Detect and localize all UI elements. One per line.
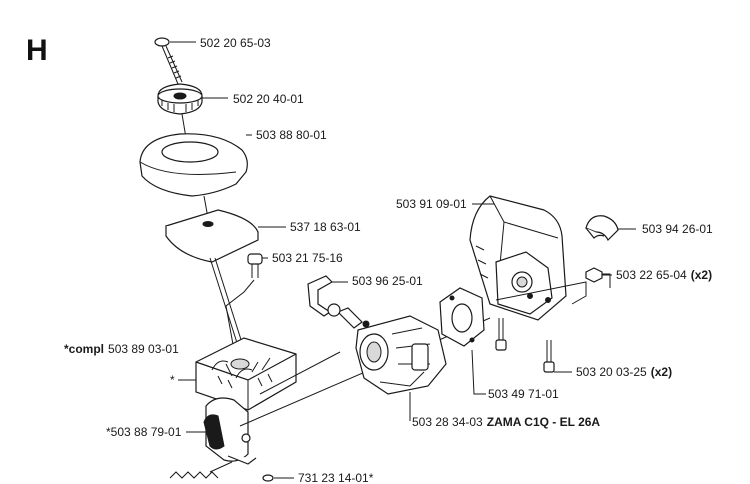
gasket-part [439, 287, 485, 347]
label-filter: 537 18 63-01 [290, 220, 361, 234]
filter-cover-part [139, 133, 248, 197]
label-housing: *503 88 79-01 [106, 425, 182, 439]
label-nut-qty: (x2) [691, 268, 712, 282]
label-nut-num: 503 22 65-04 [616, 268, 687, 282]
clip-part [307, 275, 333, 317]
label-nut: 503 22 65-04 (x2) [616, 268, 712, 282]
label-spring: 731 23 14-01* [298, 471, 374, 484]
label-cap: 503 94 26-01 [642, 222, 713, 236]
label-carb-num: 503 28 34-03 [412, 415, 483, 429]
label-bolt-num: 503 20 03-25 [576, 365, 647, 379]
assembly-line-upper [259, 351, 341, 395]
label-knob: 502 20 40-01 [233, 92, 304, 106]
shroud-part [469, 195, 587, 321]
label-compl-num: 503 89 03-01 [108, 342, 179, 356]
bolt-left-part [495, 318, 507, 351]
label-screw-top: 502 20 65-03 [200, 36, 271, 50]
screw-small-part [247, 253, 263, 278]
label-compl: *compl 503 89 03-01 [64, 342, 179, 356]
cap-part [585, 215, 619, 242]
leader-screw-bracket [225, 279, 255, 351]
label-carb: 503 28 34-03 ZAMA C1Q - EL 26A [412, 415, 600, 429]
washer-bottom-part [262, 474, 274, 482]
label-clip: 503 96 25-01 [352, 274, 423, 288]
label-screw-small: 503 21 75-16 [272, 251, 343, 265]
filter-part [165, 209, 259, 263]
label-carb-model: ZAMA C1Q - EL 26A [487, 415, 601, 429]
leader-gasket [471, 349, 486, 395]
spring-part-shape [169, 461, 233, 479]
label-filter-cover: 503 88 80-01 [256, 128, 327, 142]
label-bolt-qty: (x2) [651, 365, 672, 379]
nut-part [585, 267, 603, 283]
section-letter: H [26, 34, 48, 67]
label-star: * [170, 373, 175, 387]
label-gasket: 503 49 71-01 [488, 387, 559, 401]
label-bolt: 503 20 03-25 (x2) [576, 365, 672, 379]
mount-bracket-part [203, 397, 257, 465]
knob-part [157, 83, 203, 115]
label-compl-prefix: *compl [64, 342, 104, 356]
carburetor-part [327, 303, 447, 395]
air-housing-part [195, 337, 297, 411]
rod-line [209, 257, 239, 347]
label-shroud: 503 91 09-01 [396, 197, 467, 211]
screw-top-part [154, 37, 183, 85]
bolt-right-part [543, 340, 555, 373]
